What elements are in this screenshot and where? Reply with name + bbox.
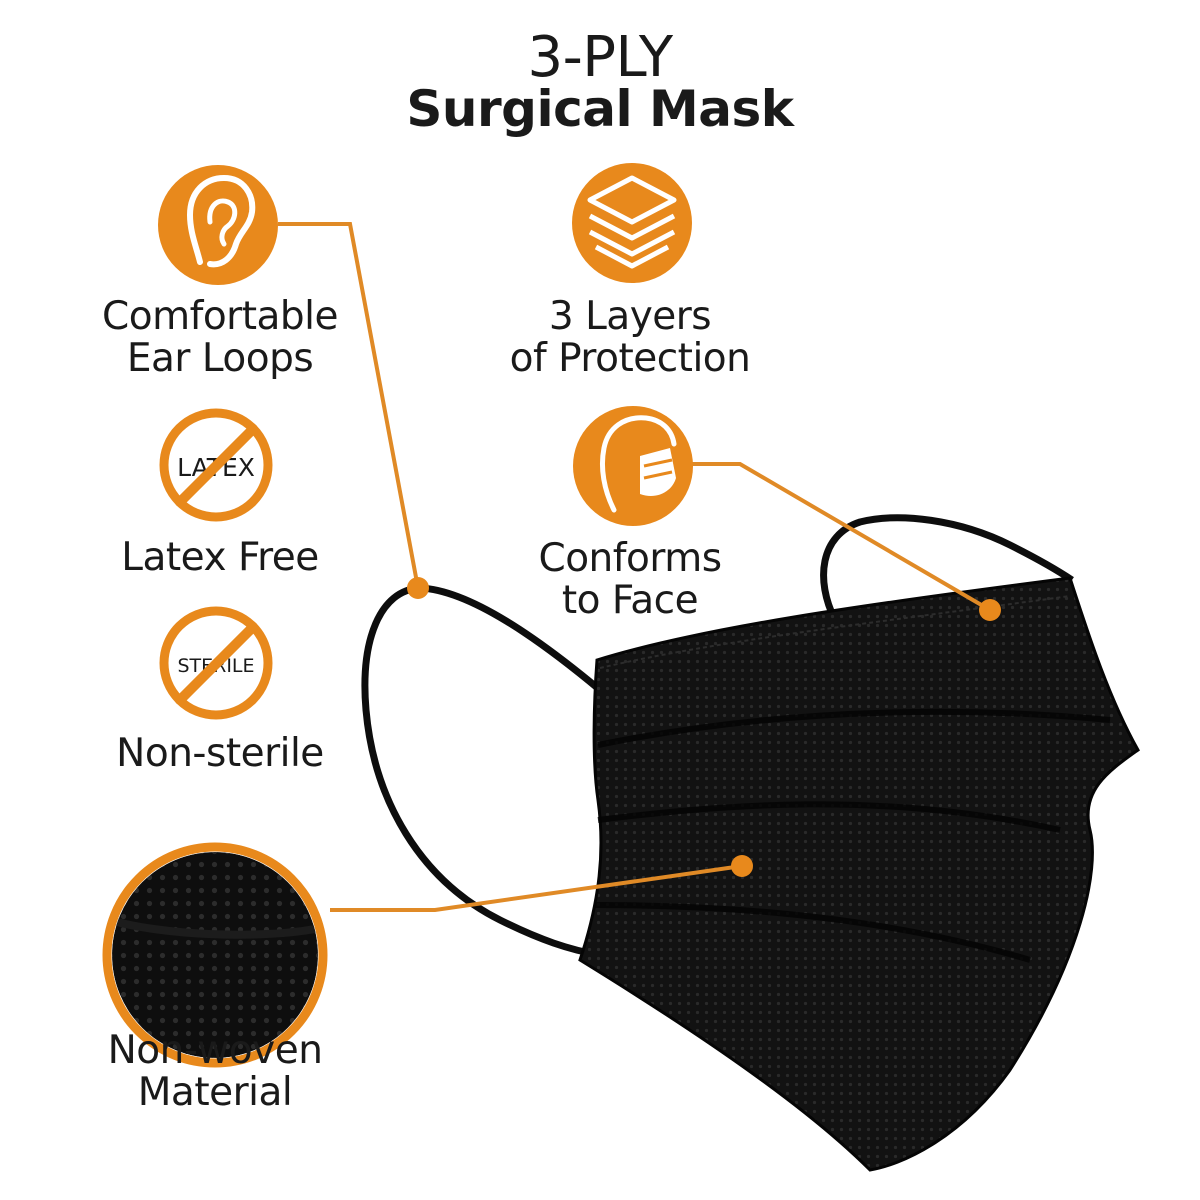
face-mask-icon <box>573 406 693 526</box>
callout-material <box>330 864 743 912</box>
ear-icon <box>158 165 278 285</box>
fabric-closeup <box>102 842 328 1068</box>
layers-line-2: of Protection <box>509 336 751 381</box>
callout-dot-material <box>731 855 753 877</box>
ear-loops-label: Comfortable Ear Loops <box>70 296 370 380</box>
layers-icon <box>572 163 692 283</box>
callout-ear-loops <box>278 222 420 589</box>
mask-ear-loop-right <box>820 514 1074 622</box>
callout-lines <box>278 222 992 912</box>
mask-ear-loop-left <box>361 584 603 959</box>
no-latex-icon: LATEX <box>159 408 273 522</box>
layers-label: 3 Layers of Protection <box>480 296 780 380</box>
latex-free-label: Latex Free <box>121 535 319 580</box>
material-label: Non-woven Material <box>65 1030 365 1114</box>
conforms-line-1: Conforms <box>538 536 722 581</box>
callout-dot-ear <box>407 577 429 599</box>
mask-body <box>578 576 1140 1172</box>
title-line-1: 3-PLY <box>527 25 673 90</box>
no-sterile-icon: STERILE <box>159 606 273 720</box>
ear-loops-line-1: Comfortable <box>102 294 338 339</box>
material-line-2: Material <box>137 1070 293 1115</box>
conforms-line-2: to Face <box>561 578 699 623</box>
layers-line-1: 3 Layers <box>548 294 712 339</box>
title-line-2: Surgical Mask <box>406 80 794 138</box>
callout-conforms <box>692 462 992 612</box>
callout-dot-face <box>979 599 1001 621</box>
conforms-label: Conforms to Face <box>480 538 780 622</box>
material-line-1: Non-woven <box>107 1028 323 1073</box>
non-sterile-label: Non-sterile <box>116 731 324 776</box>
ear-loops-line-2: Ear Loops <box>126 336 314 381</box>
